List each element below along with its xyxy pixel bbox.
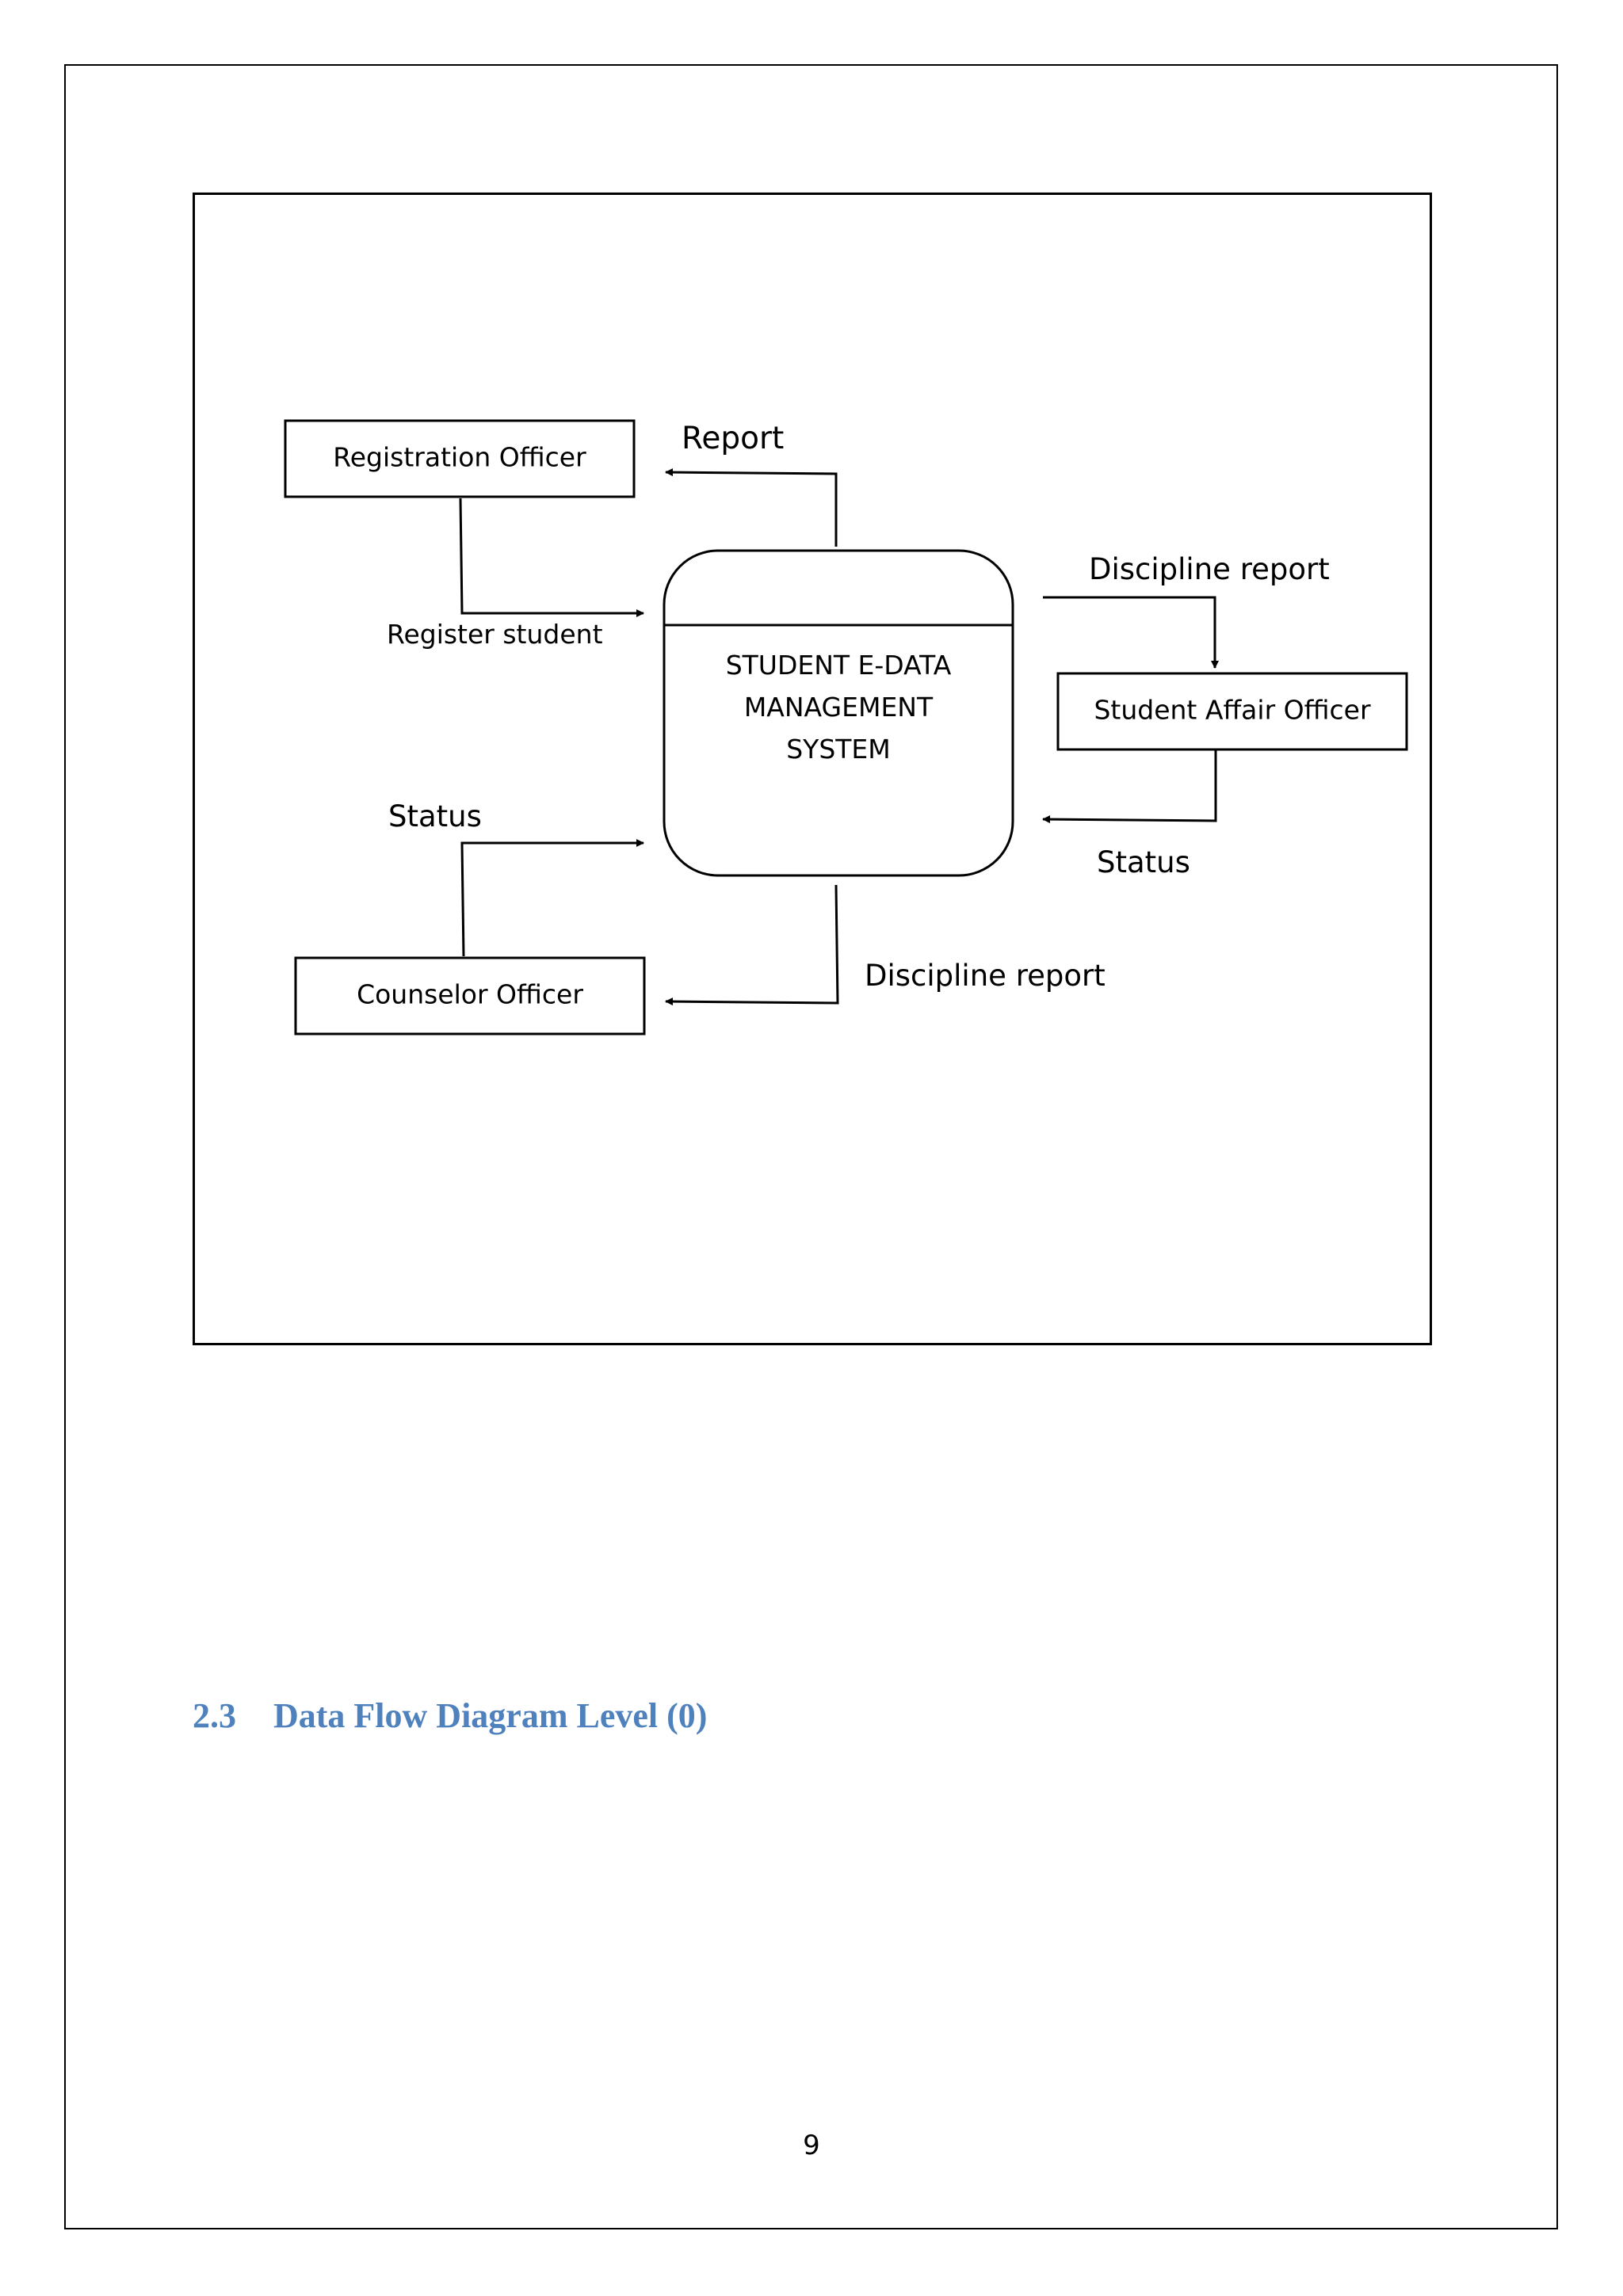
process-label-line-3: SYSTEM [786,734,891,765]
entity-student-affair-officer: Student Affair Officer [1056,672,1408,751]
entity-label-registration-officer: Registration Officer [333,442,586,473]
flow-label-report: Report [682,421,784,456]
section-heading: 2.3 Data Flow Diagram Level (0) [193,1695,707,1736]
flow-status-from-counselor: Status [388,799,644,957]
flow-report: Report [665,421,838,547]
entity-label-counselor-officer: Counselor Officer [357,979,583,1010]
flow-label-register-student: Register student [387,619,603,650]
flow-discipline-report-to-counselor: Discipline report [665,884,1106,1006]
process-student-e-data-management-system: STUDENT E-DATA MANAGEMENT SYSTEM [663,549,1014,877]
entity-label-student-affair-officer: Student Affair Officer [1094,695,1370,726]
flow-label-discipline-report-affair: Discipline report [1089,552,1330,586]
flow-label-status-affair: Status [1097,845,1190,879]
flow-label-status-counselor: Status [388,799,482,833]
flow-status-from-affair: Status [1042,749,1217,879]
flow-register-student: Register student [387,498,644,650]
diagram-frame [193,193,1432,1345]
flow-label-discipline-report-counselor: Discipline report [865,959,1106,993]
entity-counselor-officer: Counselor Officer [294,956,646,1035]
flow-discipline-report-to-affair: Discipline report [1043,552,1330,669]
section-title: Data Flow Diagram Level (0) [273,1696,708,1735]
section-number: 2.3 [193,1696,236,1735]
process-label-line-1: STUDENT E-DATA [726,650,952,681]
page-number: 9 [803,2130,820,2161]
page-border [64,64,1558,2229]
entity-registration-officer: Registration Officer [284,419,636,498]
process-label-line-2: MANAGEMENT [744,692,934,723]
